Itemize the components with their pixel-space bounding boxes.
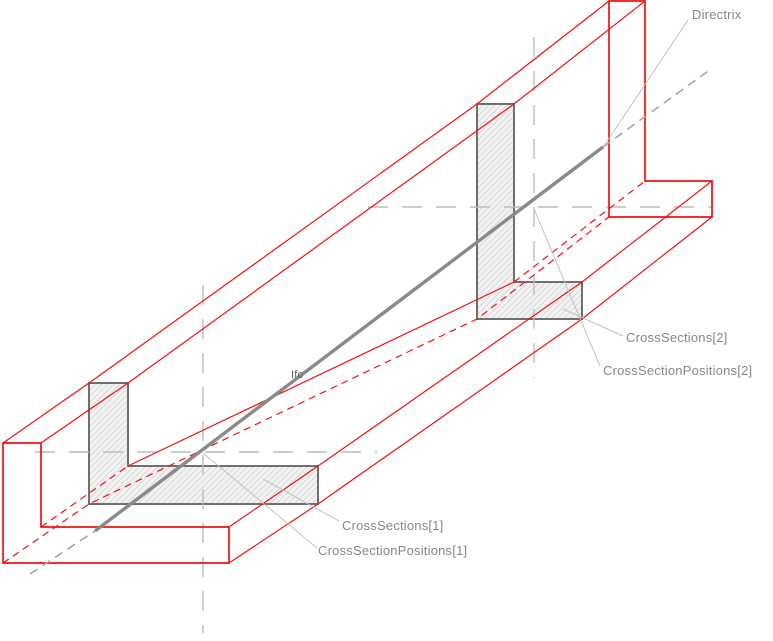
directrix-extensions — [29, 68, 712, 575]
foot-top-outer-edge — [228, 180, 713, 528]
placement-axes — [35, 37, 712, 633]
cross-sections — [88, 103, 583, 505]
directrix-leader — [603, 19, 689, 147]
cross-sections-1-leader — [262, 478, 340, 522]
cross-section-positions-1-leader — [202, 452, 318, 549]
top-left-edge — [2, 0, 610, 444]
solid-visible-edges — [2, 0, 713, 564]
directrix-line — [93, 145, 605, 533]
leader-lines — [202, 19, 689, 549]
inner-corner-edge-end — [513, 180, 646, 283]
end-cap-profile — [608, 0, 713, 218]
inner-corner-edge-mid — [127, 281, 515, 467]
cross-sections-2-leader — [562, 308, 624, 337]
directrix-extension-start — [29, 530, 96, 575]
directrix-extension-end — [602, 68, 712, 148]
top-right-edge — [40, 0, 646, 444]
foot-bottom-outer-edge — [228, 216, 713, 564]
start-cap-profile — [2, 442, 230, 564]
solid-hidden-edges — [2, 180, 646, 564]
bottom-left-edge — [2, 216, 610, 564]
cross-section-positions-2-leader — [533, 208, 601, 367]
inner-corner-edge-start — [40, 465, 129, 528]
directrix-curve — [93, 145, 605, 533]
end-caps — [2, 0, 713, 564]
